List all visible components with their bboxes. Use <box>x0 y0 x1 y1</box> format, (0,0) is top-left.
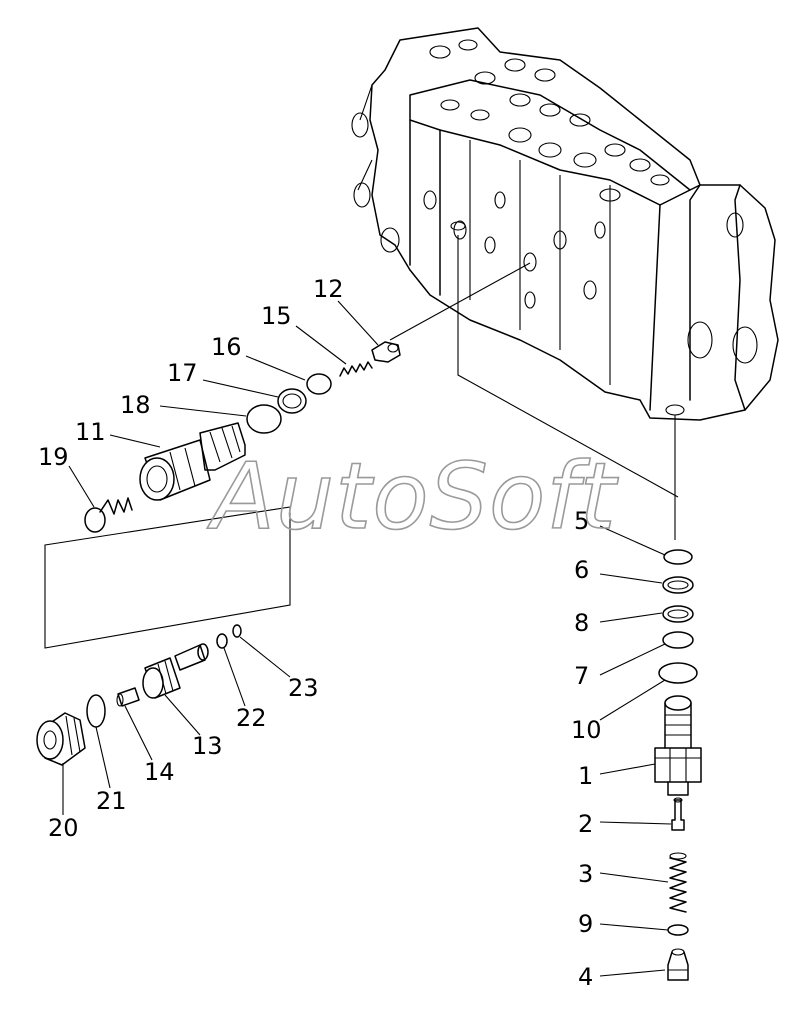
part-11-cartridge <box>139 422 246 501</box>
control-valve-body <box>351 27 779 421</box>
label-part-16: 16 <box>211 333 242 361</box>
part-1-relief-valve-body <box>654 695 702 796</box>
label-part-8: 8 <box>574 609 589 637</box>
part-22-ring <box>216 633 228 649</box>
label-part-4: 4 <box>578 963 593 991</box>
part-20-plug <box>36 712 86 766</box>
label-part-19: 19 <box>38 443 69 471</box>
part-21-oring <box>86 694 106 728</box>
part-18-oring <box>246 404 282 434</box>
part-6-ring <box>662 576 694 594</box>
part-8-ring <box>662 605 694 623</box>
part-4-plug <box>667 948 689 981</box>
part-15-spring <box>339 361 373 377</box>
label-part-12: 12 <box>313 275 344 303</box>
label-part-9: 9 <box>578 910 593 938</box>
label-part-6: 6 <box>574 556 589 584</box>
part-14-pin <box>116 687 140 707</box>
label-part-14: 14 <box>144 758 175 786</box>
part-19-spring <box>84 497 133 533</box>
label-part-23: 23 <box>288 674 319 702</box>
part-12-fitting <box>371 341 401 363</box>
part-10-oring <box>658 662 698 684</box>
part-16-oring <box>306 373 332 395</box>
part-2-poppet <box>671 797 685 831</box>
part-5-oring <box>663 549 693 565</box>
label-part-22: 22 <box>236 704 267 732</box>
label-part-15: 15 <box>261 302 292 330</box>
part-number-labels: 12 15 16 17 18 11 19 5 6 8 7 10 1 2 3 9 … <box>38 275 602 991</box>
part-3-spring <box>669 852 687 913</box>
label-part-18: 18 <box>120 391 151 419</box>
label-part-3: 3 <box>578 860 593 888</box>
label-part-13: 13 <box>192 732 223 760</box>
label-part-11: 11 <box>75 418 106 446</box>
part-17-ring <box>277 388 307 414</box>
label-part-20: 20 <box>48 814 79 842</box>
label-part-1: 1 <box>578 762 593 790</box>
part-7-oring <box>662 631 694 649</box>
autosoft-watermark: AutoSoft <box>207 443 619 550</box>
part-9-oring <box>667 924 689 936</box>
label-part-5: 5 <box>574 507 589 535</box>
label-part-10: 10 <box>571 716 602 744</box>
leader-lines <box>62 300 672 977</box>
label-part-21: 21 <box>96 787 127 815</box>
label-part-17: 17 <box>167 359 198 387</box>
part-23-oring <box>232 624 242 638</box>
part-13-spool <box>142 643 209 699</box>
label-part-2: 2 <box>578 810 593 838</box>
label-part-7: 7 <box>574 662 589 690</box>
